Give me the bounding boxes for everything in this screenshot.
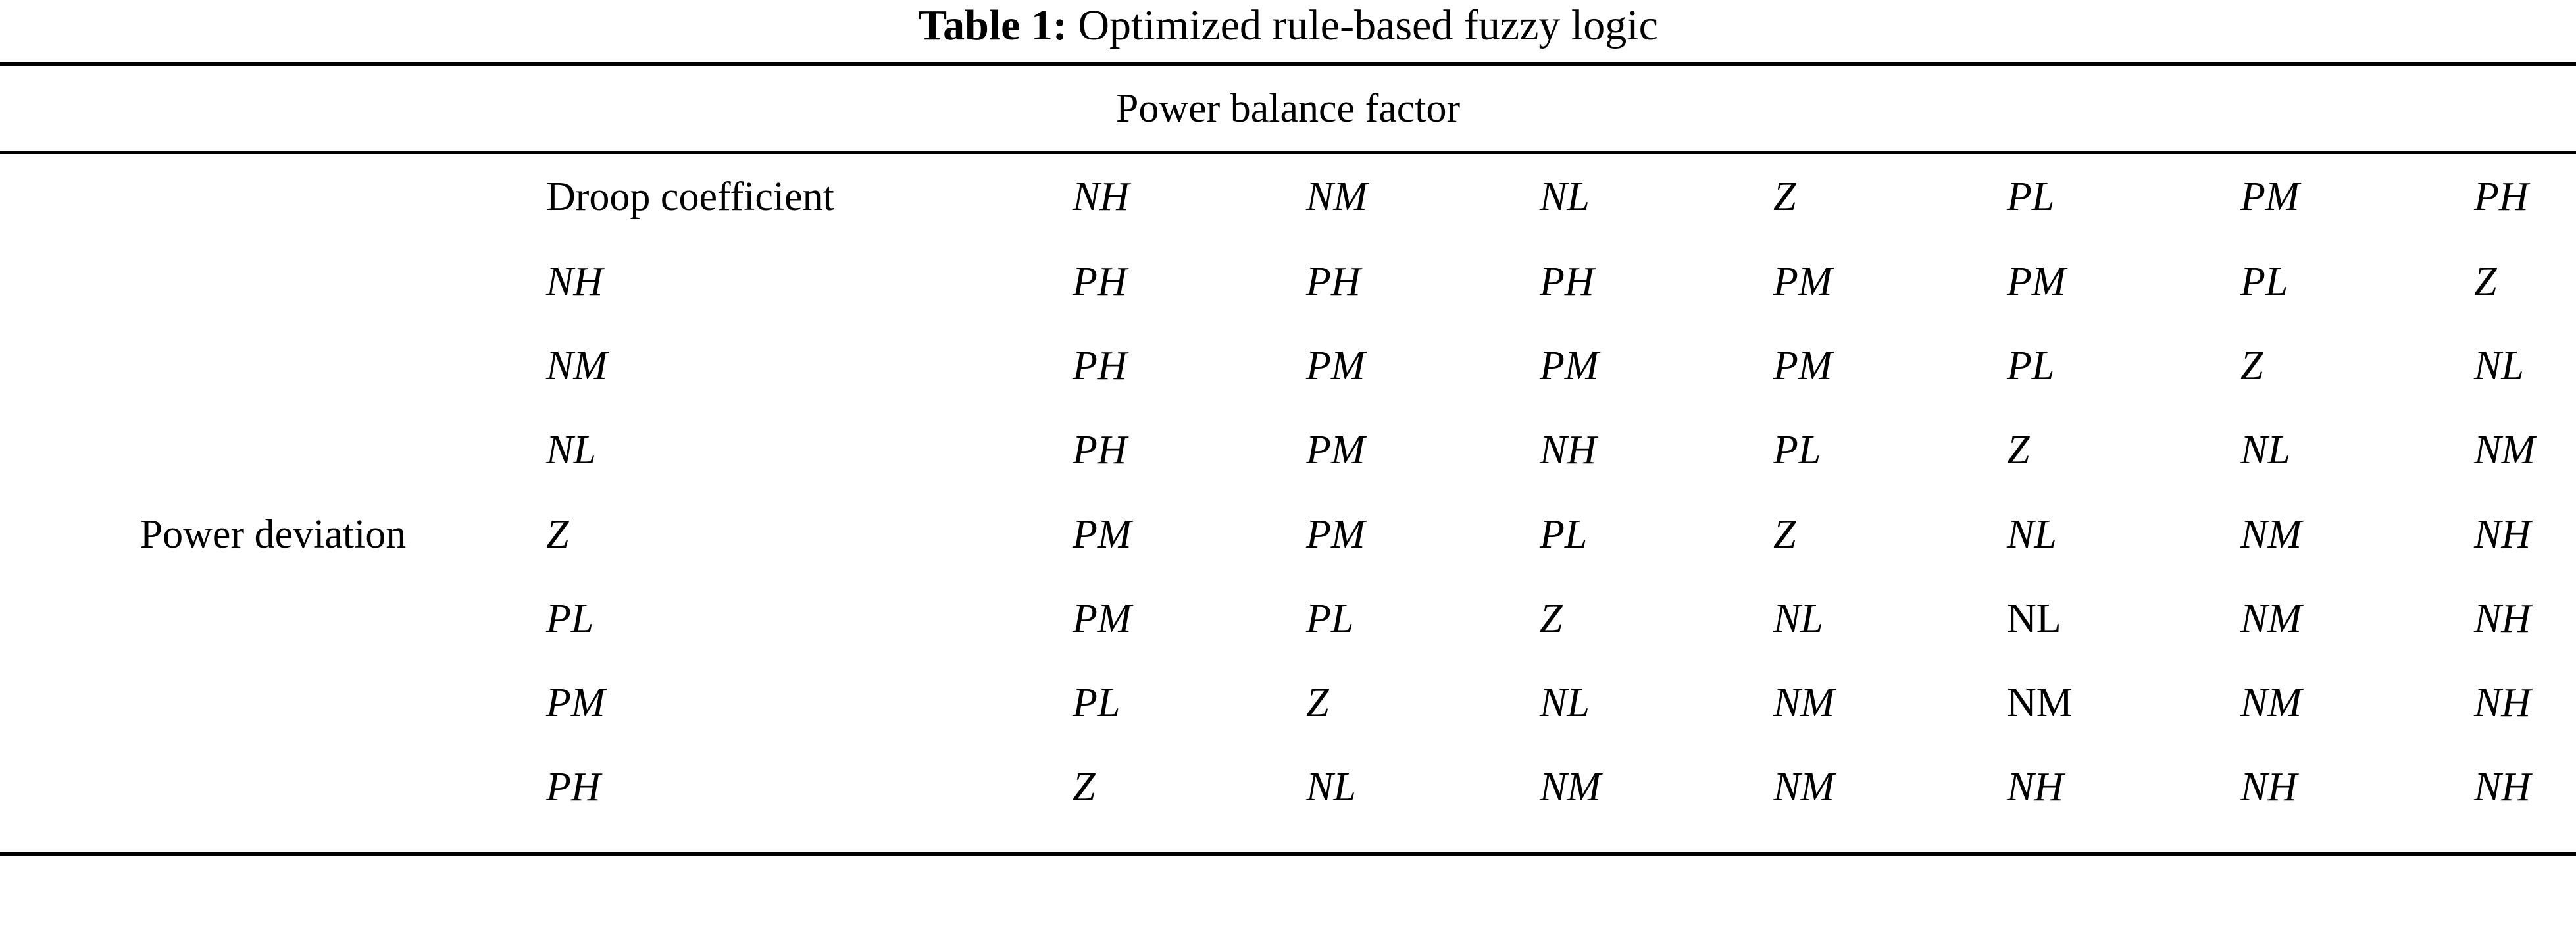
table-row: Power deviation NH PH PH PH PM PM PL Z bbox=[0, 240, 2576, 555]
fuzzy-rule-table: Droop coefficient NH NM NL Z PL PM PH Po… bbox=[0, 154, 2576, 829]
cell-6-5: NH bbox=[2240, 765, 2298, 810]
cell-6-4: NH bbox=[2007, 765, 2064, 810]
bottom-spacer bbox=[0, 829, 2576, 852]
cell-5-3: NM bbox=[1773, 681, 1834, 725]
column-header-0: NH bbox=[1073, 174, 1130, 219]
row-header-0: NH bbox=[546, 259, 603, 304]
row-header-4: PL bbox=[546, 596, 594, 641]
column-header-3: Z bbox=[1773, 174, 1796, 219]
table-row: NL PH PM NH PL Z NL NM bbox=[0, 408, 2576, 492]
cell-3-0: PM bbox=[1073, 512, 1132, 557]
table-mid-rule bbox=[0, 151, 2576, 154]
cell-2-2: NH bbox=[1540, 428, 1597, 473]
group-header-title: Power balance factor bbox=[1115, 86, 1461, 131]
cell-5-4: NM bbox=[2007, 681, 2073, 725]
cell-2-5: NL bbox=[2240, 428, 2290, 473]
column-header-2: NL bbox=[1540, 174, 1590, 219]
cell-4-0: PM bbox=[1073, 596, 1132, 641]
cell-0-0: PH bbox=[1073, 259, 1127, 304]
row-header-5: PM bbox=[546, 681, 605, 725]
cell-3-1: PM bbox=[1306, 512, 1365, 557]
cell-5-1: Z bbox=[1306, 681, 1329, 725]
cell-6-2: NM bbox=[1540, 765, 1601, 810]
table-caption: Table 1: Optimized rule-based fuzzy logi… bbox=[0, 0, 2576, 62]
table-bottom-rule bbox=[0, 852, 2576, 856]
column-header-6: PH bbox=[2474, 174, 2529, 219]
row-header-6: PH bbox=[546, 765, 601, 810]
cell-1-1: PM bbox=[1306, 344, 1365, 388]
cell-6-0: Z bbox=[1073, 765, 1096, 810]
cell-6-6: NH bbox=[2474, 765, 2531, 810]
cell-4-3: NL bbox=[1773, 596, 1823, 641]
cell-0-6: Z bbox=[2474, 259, 2497, 304]
cell-3-5: NM bbox=[2240, 512, 2302, 557]
cell-4-5: NM bbox=[2240, 596, 2302, 641]
cell-4-2: Z bbox=[1540, 596, 1563, 641]
cell-0-3: PM bbox=[1773, 259, 1832, 304]
cell-2-6: NM bbox=[2474, 428, 2535, 473]
cell-5-5: NM bbox=[2240, 681, 2302, 725]
caption-text: Optimized rule-based fuzzy logic bbox=[1078, 1, 1658, 49]
cell-5-0: PL bbox=[1073, 681, 1121, 725]
column-header-1: NM bbox=[1306, 174, 1367, 219]
cell-0-2: PH bbox=[1540, 259, 1594, 304]
cell-1-3: PM bbox=[1773, 344, 1832, 388]
cell-1-4: PL bbox=[2007, 344, 2055, 388]
table-row: Z PM PM PL Z NL NM NH bbox=[0, 492, 2576, 577]
cell-0-4: PM bbox=[2007, 259, 2066, 304]
cell-4-6: NH bbox=[2474, 596, 2531, 641]
cell-5-6: NH bbox=[2474, 681, 2531, 725]
corner-label: Droop coefficient bbox=[546, 174, 834, 219]
column-header-4: PL bbox=[2007, 174, 2055, 219]
cell-2-4: Z bbox=[2007, 428, 2030, 473]
cell-1-0: PH bbox=[1073, 344, 1127, 388]
cell-3-2: PL bbox=[1540, 512, 1588, 557]
cell-6-1: NL bbox=[1306, 765, 1356, 810]
cell-4-4: NL bbox=[2007, 596, 2061, 641]
cell-1-5: Z bbox=[2240, 344, 2263, 388]
table-row: NM PH PM PM PM PL Z NL bbox=[0, 324, 2576, 408]
cell-0-5: PL bbox=[2240, 259, 2288, 304]
column-header-5: PM bbox=[2240, 174, 2300, 219]
row-group-label: Power deviation bbox=[139, 512, 407, 557]
table-top-rule bbox=[0, 62, 2576, 66]
cell-6-3: NM bbox=[1773, 765, 1834, 810]
cell-3-3: Z bbox=[1773, 512, 1796, 557]
caption-label: Table 1: bbox=[918, 1, 1067, 49]
cell-2-3: PL bbox=[1773, 428, 1821, 473]
table-row: PH Z NL NM NM NH NH NH bbox=[0, 745, 2576, 829]
table-row: PM PL Z NL NM NM NM NH bbox=[0, 661, 2576, 745]
cell-1-6: NL bbox=[2474, 344, 2524, 388]
row-header-3: Z bbox=[546, 512, 569, 557]
table-row: PL PM PL Z NL NL NM NH bbox=[0, 577, 2576, 661]
cell-1-2: PM bbox=[1540, 344, 1599, 388]
cell-3-6: NH bbox=[2474, 512, 2531, 557]
group-header-band: Power balance factor bbox=[0, 66, 2576, 151]
cell-2-0: PH bbox=[1073, 428, 1127, 473]
table-header-row: Droop coefficient NH NM NL Z PL PM PH bbox=[0, 154, 2576, 240]
cell-2-1: PM bbox=[1306, 428, 1365, 473]
cell-5-2: NL bbox=[1540, 681, 1590, 725]
cell-4-1: PL bbox=[1306, 596, 1354, 641]
row-header-1: NM bbox=[546, 344, 607, 388]
row-header-2: NL bbox=[546, 428, 596, 473]
cell-3-4: NL bbox=[2007, 512, 2057, 557]
corner-blank-cell bbox=[0, 154, 546, 240]
cell-0-1: PH bbox=[1306, 259, 1361, 304]
